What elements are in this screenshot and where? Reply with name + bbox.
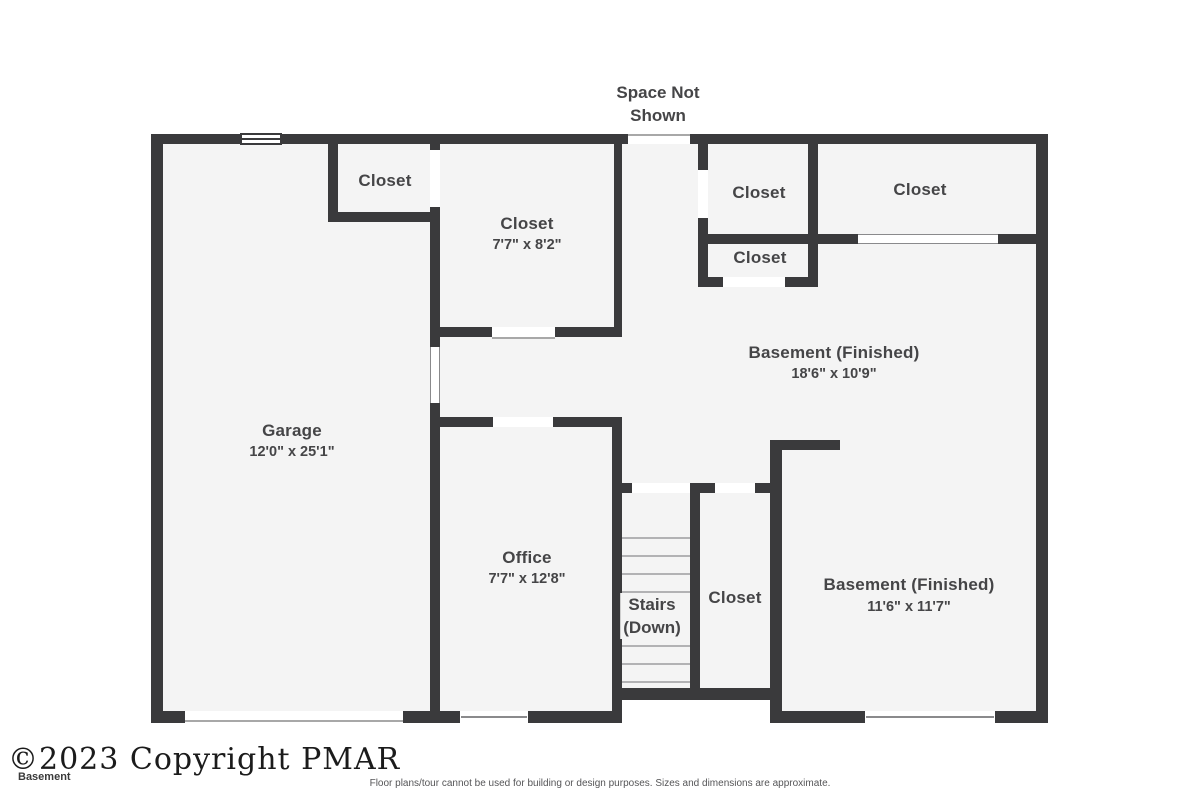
stairs-label: Stairs (Down) bbox=[620, 593, 684, 639]
stair-tread bbox=[622, 663, 690, 665]
wall-segment bbox=[612, 483, 782, 493]
floor-name-label: Basement bbox=[18, 771, 71, 783]
office-dims: 7'7" x 12'8" bbox=[488, 571, 566, 587]
garage-dims: 12'0" x 25'1" bbox=[249, 444, 335, 460]
threshold-line bbox=[628, 134, 690, 136]
window-symbol bbox=[430, 347, 440, 403]
wall-segment bbox=[770, 440, 840, 450]
stair-tread bbox=[622, 645, 690, 647]
stair-tread bbox=[622, 555, 690, 557]
window-symbol bbox=[455, 711, 533, 723]
stair-tread bbox=[622, 537, 690, 539]
wall-segment bbox=[612, 417, 622, 711]
window-cap bbox=[455, 711, 460, 723]
threshold-line bbox=[185, 720, 403, 722]
door-opening bbox=[698, 170, 708, 218]
office-label: Office bbox=[502, 548, 552, 567]
door-opening bbox=[632, 483, 690, 493]
stairs-label-line1: Stairs bbox=[628, 595, 676, 614]
wall-segment bbox=[690, 493, 700, 700]
wall-segment bbox=[328, 134, 338, 220]
space-not-shown-annotation: Space Not Shown bbox=[616, 81, 699, 127]
closet-tr-lower-label: Closet bbox=[733, 248, 787, 267]
window-pane-line bbox=[242, 138, 280, 140]
wall-segment bbox=[328, 212, 440, 222]
stair-tread bbox=[622, 591, 690, 593]
door-opening bbox=[492, 327, 555, 337]
closet-tr-big-label: Closet bbox=[893, 180, 947, 199]
stairs-label-line2: (Down) bbox=[623, 618, 681, 637]
closet-mid-label: Closet bbox=[708, 588, 762, 607]
window-cap bbox=[995, 711, 1000, 723]
window-pane-line bbox=[866, 716, 994, 718]
window-symbol bbox=[240, 133, 282, 145]
stair-tread bbox=[622, 681, 690, 683]
stair-tread bbox=[622, 573, 690, 575]
wall-opening bbox=[628, 134, 690, 144]
basement-upper-dims: 18'6" x 10'9" bbox=[791, 366, 877, 382]
wall-segment bbox=[770, 440, 782, 723]
wall-segment bbox=[612, 688, 782, 700]
window-cap bbox=[860, 711, 865, 723]
closet-tr-upper-label: Closet bbox=[732, 183, 786, 202]
exterior-notch bbox=[622, 700, 770, 723]
wall-segment bbox=[808, 134, 818, 287]
closet-garage-label: Closet bbox=[358, 171, 412, 190]
wall-segment bbox=[614, 134, 622, 337]
closet-main-dims: 7'7" x 8'2" bbox=[492, 237, 562, 253]
threshold-line bbox=[492, 337, 555, 339]
window-symbol bbox=[860, 711, 1000, 723]
door-opening bbox=[715, 483, 755, 493]
window-pane-line bbox=[461, 716, 527, 718]
copyright-text: ©2023 Copyright PMAR bbox=[8, 742, 401, 777]
basement-lower-dims: 11'6" x 11'7" bbox=[867, 599, 951, 615]
wall-segment bbox=[151, 134, 163, 723]
basement-lower-label: Basement (Finished) bbox=[823, 575, 995, 594]
window-cap bbox=[528, 711, 533, 723]
annotation-line1: Space Not bbox=[616, 83, 700, 102]
wall-segment bbox=[1036, 134, 1048, 723]
closet-main-label: Closet bbox=[500, 214, 554, 233]
door-opening bbox=[430, 150, 440, 207]
window-symbol bbox=[858, 234, 998, 244]
door-opening bbox=[723, 277, 785, 287]
door-opening bbox=[493, 417, 553, 427]
garage-label: Garage bbox=[262, 421, 322, 440]
floor-area bbox=[151, 134, 1048, 723]
basement-upper-label: Basement (Finished) bbox=[748, 343, 920, 362]
disclaimer-text: Floor plans/tour cannot be used for buil… bbox=[369, 778, 831, 789]
annotation-line2: Shown bbox=[630, 106, 686, 125]
wall-segment bbox=[151, 134, 1048, 144]
